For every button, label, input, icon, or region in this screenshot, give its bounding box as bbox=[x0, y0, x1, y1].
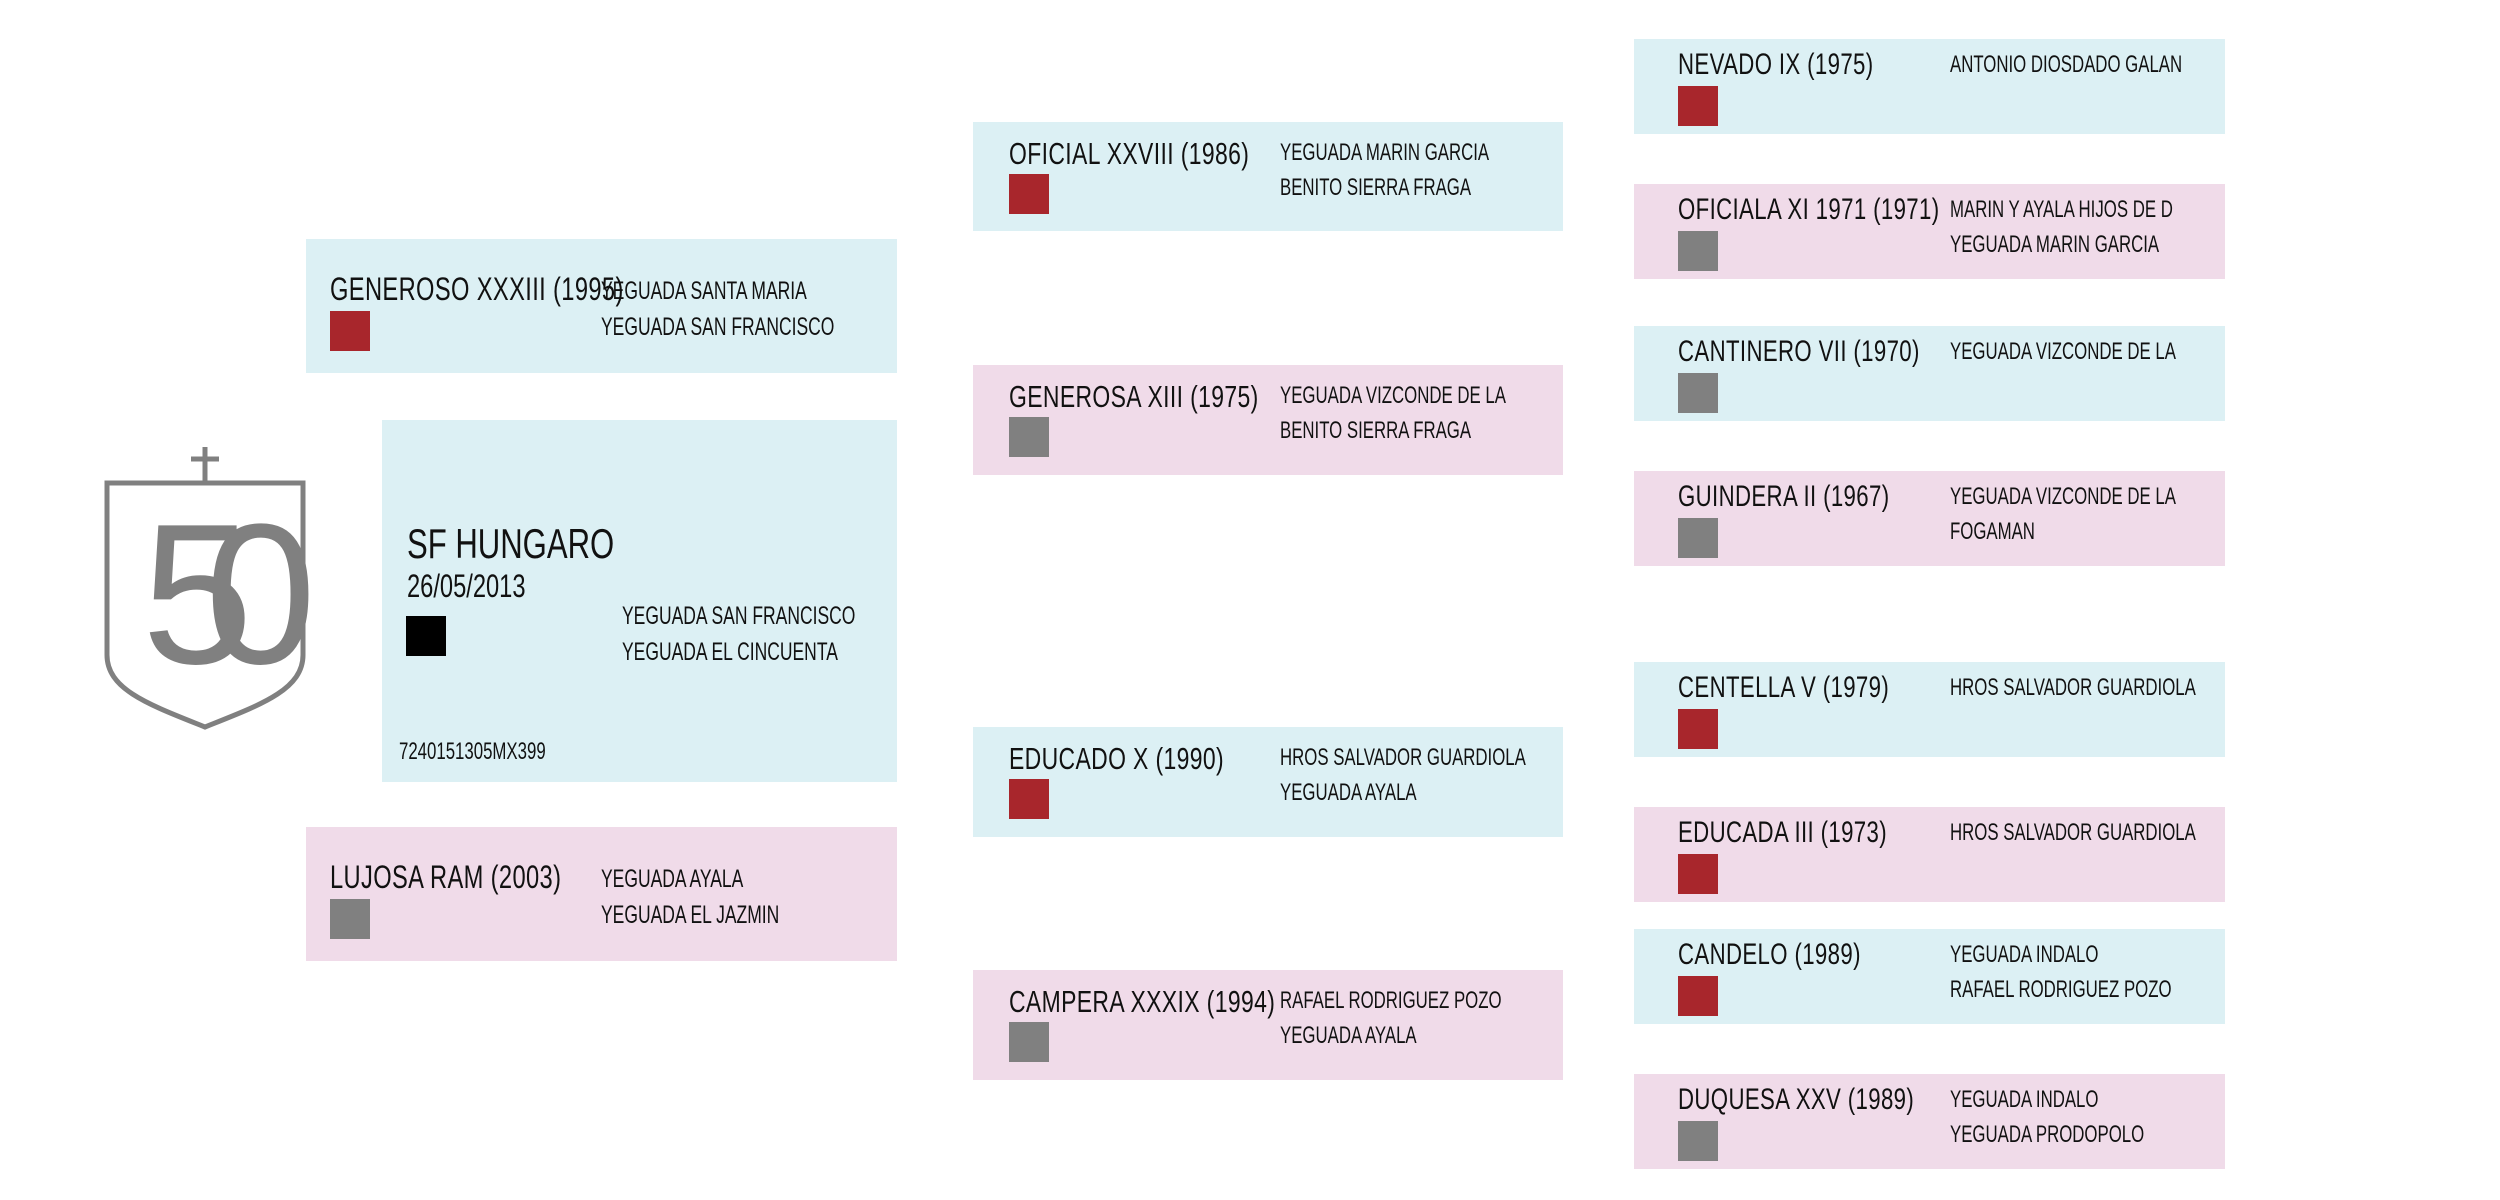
logo-numeral: 50 bbox=[142, 483, 309, 706]
ganaderia-logo: 50 bbox=[104, 447, 315, 730]
grandparent-coat-swatch bbox=[1009, 417, 1049, 457]
subject-owner: YEGUADA EL CINCUENTA bbox=[622, 638, 838, 667]
great-grandparent-owner: YEGUADA MARIN GARCIA bbox=[1950, 230, 2160, 258]
sire-breeder: YEGUADA SANTA MARIA bbox=[601, 277, 807, 305]
great-grandparent-owner: YEGUADA PRODOPOLO bbox=[1950, 1120, 2145, 1148]
great-grandparent-breeder: YEGUADA VIZCONDE DE LA bbox=[1950, 338, 2176, 365]
grandparent-owner: BENITO SIERRA FRAGA bbox=[1280, 416, 1472, 444]
great-grandparent-breeder: MARIN Y AYALA HIJOS DE D bbox=[1950, 196, 2173, 223]
great-grandparent-name: EDUCADA III (1973) bbox=[1678, 816, 1888, 849]
grandparent-card-3: EDUCADO X (1990) HROS SALVADOR GUARDIOLA… bbox=[973, 727, 1563, 837]
great-grandparent-breeder: HROS SALVADOR GUARDIOLA bbox=[1950, 674, 2196, 701]
grandparent-breeder: YEGUADA VIZCONDE DE LA bbox=[1280, 382, 1506, 409]
subject-breeder: YEGUADA SAN FRANCISCO bbox=[622, 602, 856, 630]
great-grandparent-card-4: GUINDERA II (1967) YEGUADA VIZCONDE DE L… bbox=[1634, 471, 2225, 566]
dam-card: LUJOSA RAM (2003) YEGUADA AYALA YEGUADA … bbox=[306, 827, 897, 961]
grandparent-owner: YEGUADA AYALA bbox=[1280, 1021, 1417, 1049]
great-grandparent-owner: RAFAEL RODRIGUEZ POZO bbox=[1950, 975, 2172, 1003]
great-grandparent-owner: FOGAMAN bbox=[1950, 517, 2035, 545]
great-grandparent-breeder: YEGUADA INDALO bbox=[1950, 941, 2099, 968]
grandparent-name: CAMPERA XXXIX (1994) bbox=[1009, 984, 1276, 1019]
great-grandparent-coat-swatch bbox=[1678, 976, 1718, 1016]
dam-coat-swatch bbox=[330, 899, 370, 939]
great-grandparent-coat-swatch bbox=[1678, 854, 1718, 894]
grandparent-name: OFICIAL XXVIII (1986) bbox=[1009, 136, 1250, 171]
dam-owner: YEGUADA EL JAZMIN bbox=[601, 901, 780, 930]
great-grandparent-breeder: ANTONIO DIOSDADO GALAN bbox=[1950, 51, 2183, 78]
grandparent-coat-swatch bbox=[1009, 1022, 1049, 1062]
great-grandparent-name: DUQUESA XXV (1989) bbox=[1678, 1083, 1915, 1116]
grandparent-name: GENEROSA XIII (1975) bbox=[1009, 379, 1259, 414]
great-grandparent-coat-swatch bbox=[1678, 518, 1718, 558]
great-grandparent-name: CANDELO (1989) bbox=[1678, 938, 1861, 971]
great-grandparent-breeder: YEGUADA INDALO bbox=[1950, 1086, 2099, 1113]
great-grandparent-card-8: DUQUESA XXV (1989) YEGUADA INDALO YEGUAD… bbox=[1634, 1074, 2225, 1169]
great-grandparent-coat-swatch bbox=[1678, 86, 1718, 126]
great-grandparent-breeder: YEGUADA VIZCONDE DE LA bbox=[1950, 483, 2176, 510]
great-grandparent-coat-swatch bbox=[1678, 231, 1718, 271]
subject-name: SF HUNGARO bbox=[407, 520, 615, 567]
dam-breeder: YEGUADA AYALA bbox=[601, 865, 744, 893]
sire-name: GENEROSO XXXIII (1995) bbox=[330, 271, 624, 307]
subject-card: SF HUNGARO 26/05/2013 YEGUADA SAN FRANCI… bbox=[382, 420, 897, 782]
great-grandparent-coat-swatch bbox=[1678, 373, 1718, 413]
great-grandparent-name: NEVADO IX (1975) bbox=[1678, 48, 1874, 81]
great-grandparent-coat-swatch bbox=[1678, 1121, 1718, 1161]
grandparent-coat-swatch bbox=[1009, 174, 1049, 214]
grandparent-coat-swatch bbox=[1009, 779, 1049, 819]
great-grandparent-card-7: CANDELO (1989) YEGUADA INDALO RAFAEL ROD… bbox=[1634, 929, 2225, 1024]
great-grandparent-name: CANTINERO VII (1970) bbox=[1678, 335, 1920, 368]
great-grandparent-name: CENTELLA V (1979) bbox=[1678, 671, 1890, 704]
sire-owner: YEGUADA SAN FRANCISCO bbox=[601, 313, 835, 342]
grandparent-card-2: GENEROSA XIII (1975) YEGUADA VIZCONDE DE… bbox=[973, 365, 1563, 475]
great-grandparent-name: OFICIALA XI 1971 (1971) bbox=[1678, 193, 1940, 226]
great-grandparent-card-2: OFICIALA XI 1971 (1971) MARIN Y AYALA HI… bbox=[1634, 184, 2225, 279]
great-grandparent-card-3: CANTINERO VII (1970) YEGUADA VIZCONDE DE… bbox=[1634, 326, 2225, 421]
grandparent-card-1: OFICIAL XXVIII (1986) YEGUADA MARIN GARC… bbox=[973, 122, 1563, 231]
sire-coat-swatch bbox=[330, 311, 370, 351]
great-grandparent-card-1: NEVADO IX (1975) ANTONIO DIOSDADO GALAN bbox=[1634, 39, 2225, 134]
subject-coat-swatch bbox=[406, 616, 446, 656]
great-grandparent-card-5: CENTELLA V (1979) HROS SALVADOR GUARDIOL… bbox=[1634, 662, 2225, 757]
grandparent-owner: YEGUADA AYALA bbox=[1280, 778, 1417, 806]
great-grandparent-breeder: HROS SALVADOR GUARDIOLA bbox=[1950, 819, 2196, 846]
subject-birth-date: 26/05/2013 bbox=[407, 568, 526, 604]
grandparent-name: EDUCADO X (1990) bbox=[1009, 741, 1224, 776]
grandparent-breeder: YEGUADA MARIN GARCIA bbox=[1280, 139, 1490, 166]
dam-name: LUJOSA RAM (2003) bbox=[330, 859, 562, 895]
great-grandparent-name: GUINDERA II (1967) bbox=[1678, 480, 1890, 513]
great-grandparent-card-6: EDUCADA III (1973) HROS SALVADOR GUARDIO… bbox=[1634, 807, 2225, 902]
sire-card: GENEROSO XXXIII (1995) YEGUADA SANTA MAR… bbox=[306, 239, 897, 373]
grandparent-card-4: CAMPERA XXXIX (1994) RAFAEL RODRIGUEZ PO… bbox=[973, 970, 1563, 1080]
grandparent-breeder: RAFAEL RODRIGUEZ POZO bbox=[1280, 987, 1502, 1014]
subject-microchip: 724015130​5MX399 bbox=[399, 738, 546, 765]
great-grandparent-coat-swatch bbox=[1678, 709, 1718, 749]
grandparent-breeder: HROS SALVADOR GUARDIOLA bbox=[1280, 744, 1526, 771]
grandparent-owner: BENITO SIERRA FRAGA bbox=[1280, 173, 1472, 201]
